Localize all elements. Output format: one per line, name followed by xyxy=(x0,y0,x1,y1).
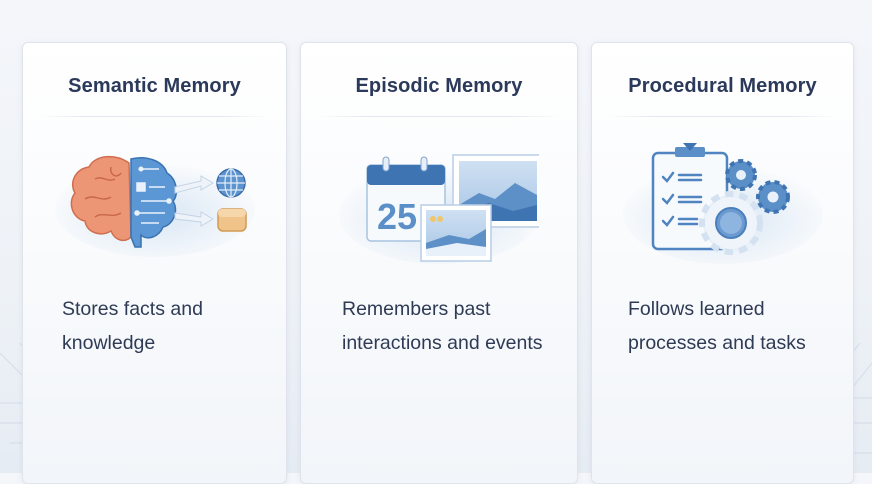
divider xyxy=(608,116,837,117)
svg-text:25: 25 xyxy=(377,196,417,237)
gear-icon-small-right xyxy=(755,180,790,214)
calendar-and-photos-icon: 25 xyxy=(339,154,539,264)
card-description: Follows learned processes and tasks xyxy=(628,298,806,354)
brain-to-knowledge-icon xyxy=(54,155,255,257)
card-procedural-memory: Procedural Memory xyxy=(591,42,854,484)
card-description: Stores facts and knowledge xyxy=(62,298,203,354)
divider xyxy=(317,116,561,117)
globe-icon xyxy=(215,168,246,198)
card-title: Episodic Memory xyxy=(355,75,523,97)
photo-icon-small xyxy=(420,204,492,262)
card-semantic-memory: Semantic Memory xyxy=(22,42,287,484)
gear-icon-small-top xyxy=(724,159,757,191)
divider xyxy=(39,116,270,117)
checklist-and-gears-icon xyxy=(622,143,823,264)
card-description: Remembers past interactions and events xyxy=(342,298,543,354)
card-title: Semantic Memory xyxy=(68,75,241,97)
card-title: Procedural Memory xyxy=(628,75,817,97)
card-episodic-memory: Episodic Memory 25 xyxy=(300,42,578,484)
gear-icon-large xyxy=(698,191,763,255)
database-icon xyxy=(216,208,247,232)
